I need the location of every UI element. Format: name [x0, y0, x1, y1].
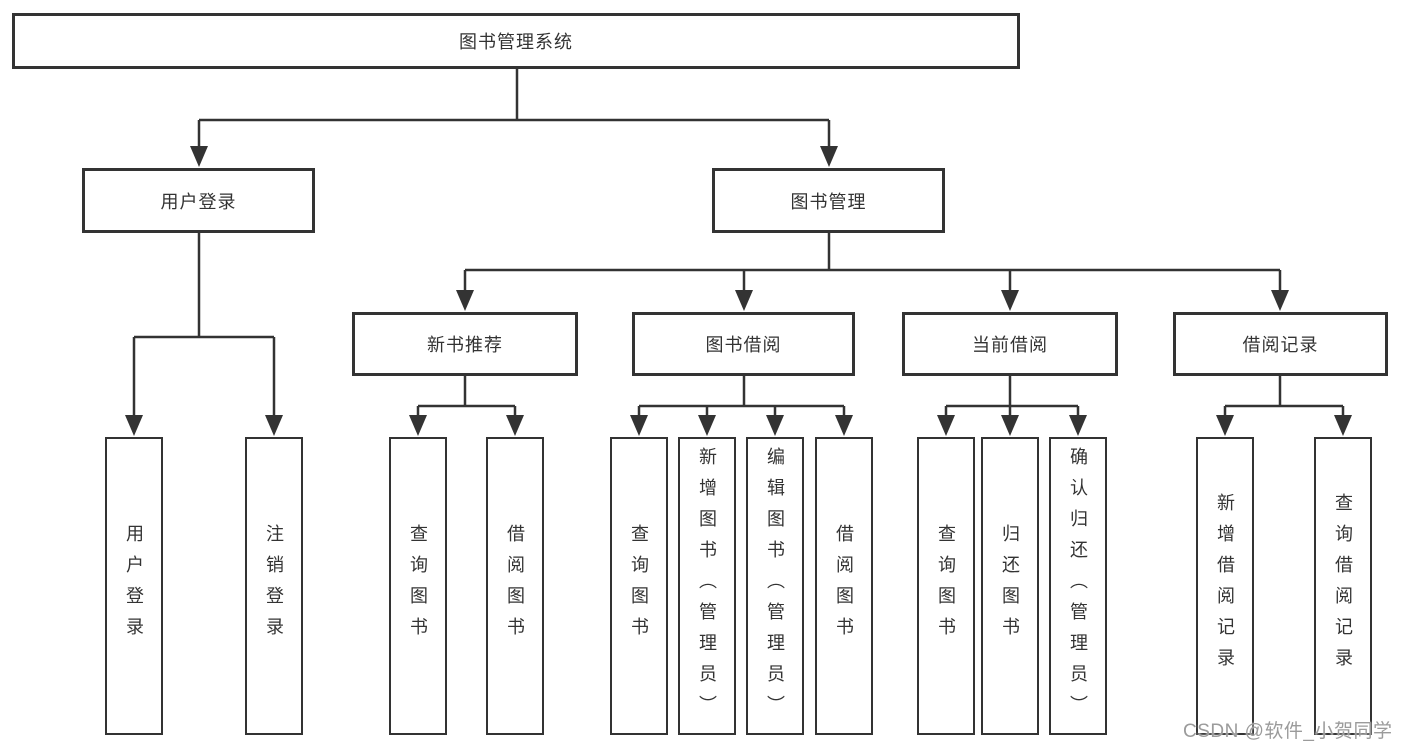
node-label: 图书管理系统	[459, 32, 573, 52]
node-label: 用户登录	[160, 191, 237, 212]
leaf-query-book-2: 查询图书	[610, 437, 668, 735]
node-borrow-records: 借阅记录	[1173, 312, 1388, 376]
node-root-system: 图书管理系统	[12, 13, 1020, 69]
node-label: 新书推荐	[427, 335, 503, 355]
node-label: 图书借阅	[705, 335, 782, 355]
connector-user-login-to-leaves	[132, 232, 276, 417]
leaf-query-book-1: 查询图书	[389, 437, 447, 735]
node-label: 新增图书（管理员）	[697, 446, 717, 726]
node-label: 当前借阅	[972, 335, 1048, 355]
node-book-borrow: 图书借阅	[632, 312, 855, 376]
arrow-icon	[1069, 415, 1087, 436]
leaf-borrow-book-1: 借阅图书	[486, 437, 544, 735]
arrow-icon	[1334, 415, 1352, 436]
node-label: 查询图书	[408, 524, 428, 648]
node-label: 确认归还（管理员）	[1068, 446, 1088, 726]
leaf-return-book: 归还图书	[981, 437, 1039, 735]
leaf-add-book-admin: 新增图书（管理员）	[678, 437, 736, 735]
arrow-icon	[937, 415, 955, 436]
arrow-icon	[1216, 415, 1234, 436]
leaf-query-borrow-record: 查询借阅记录	[1314, 437, 1372, 735]
node-user-login: 用户登录	[82, 168, 315, 233]
arrow-icon	[1001, 415, 1019, 436]
node-new-book-recommend: 新书推荐	[352, 312, 578, 376]
arrow-icon	[506, 415, 524, 436]
connector-new-book-to-leaves	[416, 375, 517, 417]
leaf-borrow-book-2: 借阅图书	[815, 437, 873, 735]
connector-root-to-level2	[197, 68, 831, 148]
node-label: 查询图书	[629, 524, 649, 648]
arrow-icon	[409, 415, 427, 436]
node-current-borrow: 当前借阅	[902, 312, 1118, 376]
connector-records-to-leaves	[1223, 375, 1345, 417]
leaf-add-borrow-record: 新增借阅记录	[1196, 437, 1254, 735]
node-label: 图书管理	[790, 191, 867, 212]
arrow-icon	[1271, 290, 1289, 311]
csdn-watermark: CSDN @软件_小贺同学	[1183, 721, 1393, 742]
node-label: 用户登录	[124, 524, 144, 648]
node-label: 借阅图书	[505, 524, 525, 648]
arrow-icon	[190, 146, 208, 167]
arrow-icon	[456, 290, 474, 311]
leaf-logout: 注销登录	[245, 437, 303, 735]
leaf-query-book-3: 查询图书	[917, 437, 975, 735]
arrow-icon	[630, 415, 648, 436]
arrow-icon	[1001, 290, 1019, 311]
leaf-user-login: 用户登录	[105, 437, 163, 735]
node-label: 编辑图书（管理员）	[765, 446, 785, 726]
leaf-edit-book-admin: 编辑图书（管理员）	[746, 437, 804, 735]
arrow-icon	[820, 146, 838, 167]
node-book-management: 图书管理	[712, 168, 945, 233]
connector-current-to-leaves	[944, 375, 1080, 417]
node-label: 新增借阅记录	[1215, 493, 1235, 679]
arrow-icon	[265, 415, 283, 436]
node-label: 归还图书	[1000, 524, 1020, 648]
arrow-icon	[735, 290, 753, 311]
node-label: 借阅记录	[1242, 335, 1319, 355]
arrow-icon	[125, 415, 143, 436]
node-label: 查询图书	[936, 524, 956, 648]
connector-book-mgmt-to-level3	[463, 232, 1282, 292]
leaf-confirm-return-admin: 确认归还（管理员）	[1049, 437, 1107, 735]
node-label: 借阅图书	[834, 524, 854, 648]
node-label: 查询借阅记录	[1333, 493, 1353, 679]
arrow-icon	[698, 415, 716, 436]
arrow-icon	[835, 415, 853, 436]
arrow-icon	[766, 415, 784, 436]
node-label: 注销登录	[264, 524, 284, 648]
connector-borrow-to-leaves	[637, 375, 846, 417]
